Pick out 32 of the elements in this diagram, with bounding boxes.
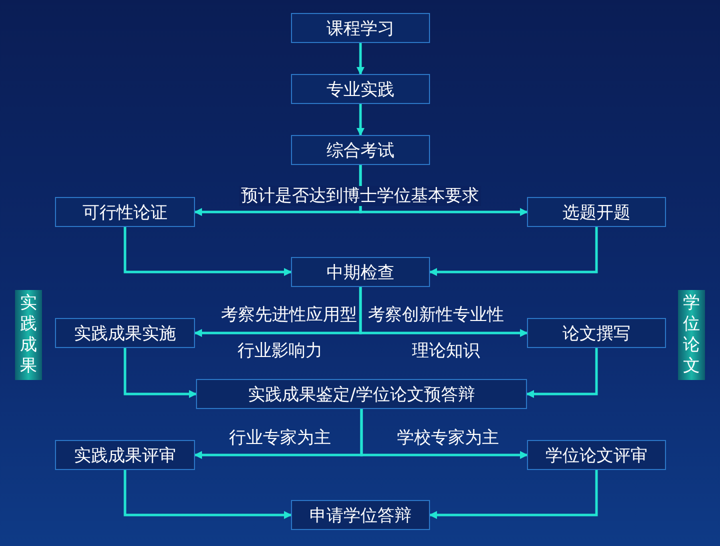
process-box: 专业实践 [291,74,430,104]
arrow [359,165,528,216]
process-box: 可行性论证 [55,197,195,227]
side-band: 学位论文 [678,290,705,380]
arrow [124,470,292,519]
process-box: 课程学习 [291,13,430,43]
process-box: 中期检查 [291,257,430,287]
process-box: 实践成果实施 [55,318,195,348]
arrow [356,43,364,75]
arrow [356,104,364,136]
arrow [429,227,598,276]
process-box: 申请学位答辩 [291,500,430,530]
edge-label: 考察创新性专业性 [368,305,504,325]
line-note: 理论知识 [412,341,480,361]
arrow [124,348,197,398]
arrow [124,227,292,276]
arrow [429,470,598,519]
process-box: 学位论文评审 [527,440,666,470]
arrow [360,409,528,459]
process-box: 综合考试 [291,135,430,165]
edge-label: 行业专家为主 [229,428,331,448]
process-box: 论文撰写 [527,318,666,348]
edge-label: 预计是否达到博士学位基本要求 [239,186,481,206]
arrow [526,348,598,398]
side-band: 实践成果 [15,290,42,380]
process-box: 实践成果鉴定/学位论文预答辩 [196,379,527,409]
process-box: 实践成果评审 [55,440,195,470]
arrow [359,287,528,337]
process-box: 选题开题 [527,197,666,227]
edge-label: 学校专家为主 [397,428,499,448]
edge-label: 考察先进性应用型 [221,305,357,325]
line-note: 行业影响力 [238,341,322,361]
